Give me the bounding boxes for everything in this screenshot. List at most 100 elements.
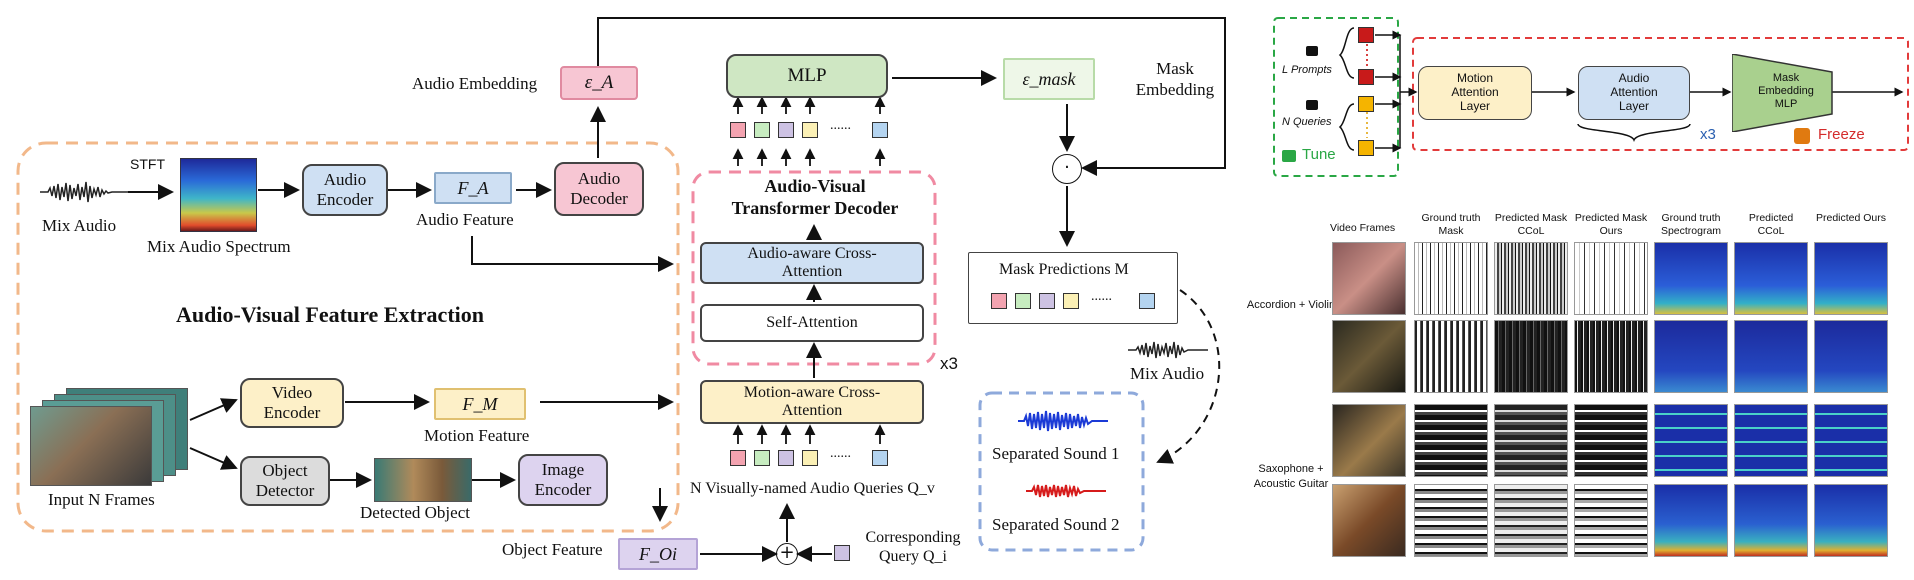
- video-frame-cell: [1332, 320, 1406, 393]
- motion-feature-symbol: F_M: [462, 393, 498, 414]
- object-feature-symbol: F_Oi: [639, 543, 677, 564]
- group-2-label: Saxophone + Acoustic Guitar: [1253, 463, 1329, 490]
- lock-icon: [1306, 46, 1318, 56]
- query-square: [1358, 140, 1374, 156]
- query-token: [754, 450, 770, 466]
- mix-audio-waveform-right: [1128, 341, 1208, 359]
- mlp-box: MLP: [726, 54, 888, 98]
- separated-sound-2-label: Separated Sound 2: [992, 515, 1120, 534]
- gt-spectrogram-cell: [1654, 242, 1728, 315]
- ours-mask-cell: [1574, 404, 1648, 477]
- ccol-spectrogram-cell: [1734, 484, 1808, 557]
- plus-operator: +: [776, 543, 798, 565]
- audio-attention-layer-label: Audio Attention Layer: [1610, 71, 1658, 113]
- corresponding-query-token: [834, 545, 850, 561]
- image-encoder-box: Image Encoder: [518, 454, 608, 506]
- motion-feature-label: Motion Feature: [424, 426, 530, 445]
- column-header: Ground truth Mask: [1421, 212, 1481, 237]
- corresponding-query-label: Corresponding Query Q_i: [865, 529, 961, 566]
- ours-mask-cell: [1574, 320, 1648, 393]
- mix-audio-spectrum-label: Mix Audio Spectrum: [147, 237, 291, 256]
- decoder-title: Audio-Visual Transformer Decoder: [731, 176, 899, 218]
- audio-cross-attention-box: Audio-aware Cross-Attention: [700, 242, 924, 284]
- query-token: [778, 450, 794, 466]
- top-query-token: [754, 122, 770, 138]
- column-header: Predicted Mask CCoL: [1494, 212, 1568, 237]
- audio-feature-symbol: F_A: [457, 177, 489, 198]
- prompt-square: [1358, 27, 1374, 43]
- freeze-region: [1412, 37, 1909, 151]
- queries-label: N Visually-named Audio Queries Q_v: [690, 480, 935, 497]
- column-header: Predicted CCoL: [1748, 212, 1794, 237]
- query-square: [1358, 96, 1374, 112]
- freeze-lock-icon: [1794, 128, 1810, 144]
- input-frames-stack: [30, 388, 190, 486]
- ours-spectrogram-cell: [1814, 320, 1888, 393]
- audio-feature-label: Audio Feature: [416, 210, 514, 229]
- audio-feature-box: F_A: [434, 172, 512, 204]
- mix-audio-spectrum-image: [180, 158, 257, 232]
- mlp-label: MLP: [787, 65, 827, 87]
- video-frame-cell: [1332, 404, 1406, 477]
- separated-region: [978, 391, 1145, 552]
- dot-product-operator: ·: [1052, 154, 1082, 184]
- column-header: Predicted Ours: [1815, 212, 1887, 224]
- separated-sound-1-waveform: [1018, 410, 1108, 432]
- motion-cross-attention-label: Motion-aware Cross-Attention: [743, 383, 881, 419]
- video-frame-cell: [1332, 484, 1406, 557]
- audio-embedding-box: ε_A: [560, 66, 638, 100]
- column-header: Ground truth Spectrogram: [1660, 212, 1722, 237]
- ccol-spectrogram-cell: [1734, 320, 1808, 393]
- mask-embedding-symbol: ε_mask: [1022, 68, 1076, 89]
- top-token-dots: ......: [830, 118, 851, 133]
- query-token-dots: ......: [830, 446, 851, 461]
- audio-embedding-label: Audio Embedding: [412, 74, 538, 93]
- audio-decoder-label: Audio Decoder: [570, 169, 628, 208]
- ground-truth-mask-cell: [1414, 242, 1488, 315]
- ours-mask-cell: [1574, 242, 1648, 315]
- lock-icon: [1306, 100, 1318, 110]
- decoder-repeat-label: x3: [940, 354, 958, 373]
- input-frames-label: Input N Frames: [48, 490, 155, 509]
- ground-truth-mask-cell: [1414, 484, 1488, 557]
- mix-audio-waveform: [40, 181, 128, 203]
- ccol-spectrogram-cell: [1734, 242, 1808, 315]
- mask-predictions-box: Mask Predictions M ......: [968, 252, 1178, 324]
- tune-region: [1273, 17, 1399, 177]
- video-encoder-box: Video Encoder: [240, 378, 344, 428]
- mask-token: [1039, 293, 1055, 309]
- l-prompts-label: L Prompts: [1282, 64, 1332, 76]
- audio-embedding-symbol: ε_A: [584, 72, 614, 94]
- ccol-mask-cell: [1494, 404, 1568, 477]
- prompt-square: [1358, 69, 1374, 85]
- top-query-token: [872, 122, 888, 138]
- separated-sound-1-label: Separated Sound 1: [992, 444, 1120, 463]
- audio-attention-layer-box: Audio Attention Layer: [1578, 66, 1690, 120]
- audio-encoder-box: Audio Encoder: [302, 164, 388, 216]
- group-1-label: Accordion + Violin: [1246, 299, 1336, 311]
- mask-embedding-mlp-label: Mask Embedding MLP: [1758, 72, 1814, 111]
- motion-attention-layer-box: Motion Attention Layer: [1418, 66, 1532, 120]
- mask-embedding-box: ε_mask: [1003, 58, 1095, 100]
- mask-embedding-label: Mask Embedding: [1135, 59, 1215, 100]
- gt-spectrogram-cell: [1654, 320, 1728, 393]
- feature-extraction-title: Audio-Visual Feature Extraction: [176, 302, 484, 327]
- top-query-token: [802, 122, 818, 138]
- detected-object-image: [374, 458, 472, 502]
- mask-token: [1063, 293, 1079, 309]
- column-header: Predicted Mask Ours: [1574, 212, 1648, 237]
- self-attention-label: Self-Attention: [766, 313, 858, 331]
- object-detector-label: Object Detector: [255, 461, 315, 500]
- query-token: [802, 450, 818, 466]
- object-feature-label: Object Feature: [502, 540, 603, 559]
- motion-attention-layer-label: Motion Attention Layer: [1451, 71, 1499, 113]
- ground-truth-mask-cell: [1414, 320, 1488, 393]
- column-header: Video Frames: [1330, 222, 1396, 234]
- video-encoder-label: Video Encoder: [263, 383, 321, 422]
- top-query-token: [778, 122, 794, 138]
- gt-spectrogram-cell: [1654, 404, 1728, 477]
- ground-truth-mask-cell: [1414, 404, 1488, 477]
- ours-mask-cell: [1574, 484, 1648, 557]
- top-query-token: [730, 122, 746, 138]
- stft-label: STFT: [130, 156, 165, 172]
